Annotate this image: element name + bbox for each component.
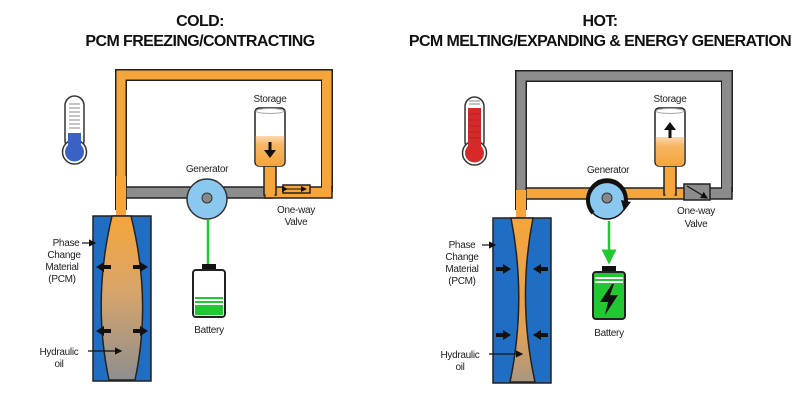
thermometer-hot-icon bbox=[461, 96, 488, 166]
valve-label-line1: One-way bbox=[277, 205, 315, 216]
oil-label-line1: Hydraulic bbox=[40, 347, 79, 358]
compress-arrows-icon bbox=[496, 264, 548, 340]
battery-label: Battery bbox=[594, 328, 624, 339]
svg-text:Phase: Phase bbox=[53, 238, 81, 249]
generator-hot bbox=[585, 178, 631, 220]
generator-cold bbox=[186, 178, 228, 220]
cold-panel: COLD: PCM FREEZING/CONTRACTING bbox=[40, 13, 333, 382]
battery-label: Battery bbox=[194, 325, 224, 336]
svg-text:Material: Material bbox=[45, 262, 78, 273]
storage-tank-cold bbox=[254, 107, 286, 167]
svg-text:Change: Change bbox=[445, 252, 479, 263]
pcm-cylinder-hot bbox=[492, 217, 552, 384]
rotation-arrow-icon bbox=[585, 179, 628, 215]
svg-text:(PCM): (PCM) bbox=[448, 276, 475, 287]
arrow-up-icon bbox=[664, 122, 676, 130]
storage-label: Storage bbox=[654, 94, 688, 105]
svg-text:Phase: Phase bbox=[449, 240, 477, 251]
hot-panel: HOT: PCM MELTING/EXPANDING & ENERGY GENE… bbox=[409, 13, 792, 384]
storage-label: Storage bbox=[254, 94, 288, 105]
storage-tank-hot bbox=[654, 107, 686, 167]
svg-text:Change: Change bbox=[47, 250, 81, 261]
pcm-cylinder-cold bbox=[92, 215, 152, 382]
hot-title-line1: HOT: bbox=[583, 13, 618, 30]
battery-low-icon bbox=[192, 264, 226, 318]
lightning-bolt-icon bbox=[600, 284, 618, 315]
valve-label-line2: Valve bbox=[685, 219, 709, 230]
pcm-label: Phase Change Material (PCM) bbox=[445, 240, 479, 287]
one-way-valve-cold bbox=[282, 184, 311, 194]
oil-label-line2: oil bbox=[455, 362, 464, 373]
svg-text:Material: Material bbox=[445, 264, 478, 275]
hot-title-line2: PCM MELTING/EXPANDING & ENERGY GENERATIO… bbox=[409, 33, 791, 50]
arrow-down-icon bbox=[264, 150, 276, 158]
valve-label-line2: Valve bbox=[285, 217, 309, 228]
cold-title-line2: PCM FREEZING/CONTRACTING bbox=[85, 33, 314, 50]
generator-label: Generator bbox=[186, 164, 229, 175]
oil-label-line1: Hydraulic bbox=[441, 350, 480, 361]
generator-label: Generator bbox=[587, 165, 630, 176]
oil-label-line2: oil bbox=[54, 359, 63, 370]
one-way-valve-hot bbox=[683, 183, 711, 201]
cold-title-line1: COLD: bbox=[176, 13, 224, 30]
svg-text:(PCM): (PCM) bbox=[48, 274, 75, 285]
battery-charging-icon bbox=[592, 266, 626, 320]
expand-arrows-icon bbox=[96, 262, 148, 336]
thermometer-cold-icon bbox=[61, 95, 88, 165]
pcm-label: Phase Change Material (PCM) bbox=[45, 238, 81, 285]
valve-label-line1: One-way bbox=[677, 206, 715, 217]
